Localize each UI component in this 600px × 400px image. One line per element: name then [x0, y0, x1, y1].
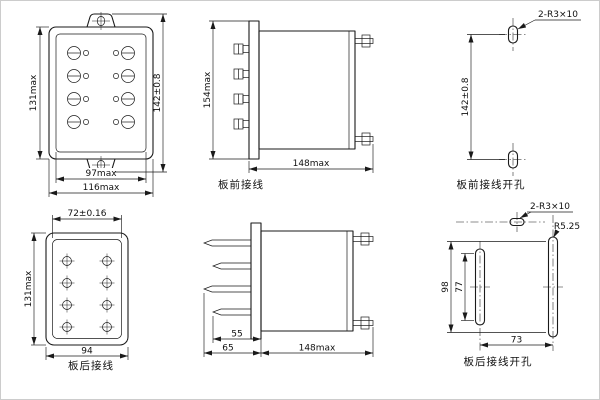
dim-side-front-height: 154max	[203, 20, 249, 160]
note-leader-rear	[519, 211, 532, 219]
note-slot-radius: R5.25	[554, 222, 580, 232]
rear-connection-pins	[203, 239, 252, 316]
front-terminal-screws-side	[233, 43, 250, 130]
relay-body	[258, 30, 356, 150]
dim-label-77: 77	[455, 281, 465, 292]
dim-pin-long: 65	[203, 293, 261, 357]
caption-rear-wiring: 板后接线	[68, 359, 114, 372]
mounting-ears	[86, 13, 116, 173]
case-inner-outline	[55, 33, 147, 153]
dim-front-overall-height: 142±0.8	[112, 13, 167, 173]
mounting-studs-rear	[352, 232, 374, 330]
dim-label-72: 72±0.16	[67, 209, 106, 219]
dim-rear-hole-span: 72±0.16	[52, 209, 122, 238]
rear-case-outer	[45, 232, 129, 346]
dim-pin-short: 55	[212, 316, 262, 357]
dim-front-overall-width: 116max	[48, 159, 154, 197]
dim-label-148max-front: 148max	[293, 159, 330, 169]
dim-label-98: 98	[441, 281, 451, 293]
rear-mounting-flange	[250, 222, 262, 340]
rear-hole-centerlines	[59, 253, 115, 335]
dim-front-holes-spacing: 142±0.8	[461, 34, 505, 160]
dim-label-55: 55	[231, 330, 242, 340]
dim-side-rear-depth: 148max	[261, 327, 374, 357]
dim-label-116max: 116max	[83, 183, 120, 193]
panel-front-view: 131max 142±0.8 97max 116max	[29, 12, 167, 197]
caption-front-wiring: 板前接线	[218, 178, 264, 191]
dim-slot-spacing: 73	[480, 336, 553, 348]
dim-left-slot-length: 77	[455, 253, 474, 321]
note-leader-front	[517, 19, 536, 30]
ear-hole-centerlines	[92, 12, 110, 174]
dim-front-body-height: 131max	[29, 26, 49, 160]
dim-label-154max: 154max	[203, 71, 213, 108]
dim-side-front-depth: 148max	[248, 144, 374, 173]
dim-rear-body-height: 131max	[24, 232, 46, 346]
note-slot-size-rear: 2-R3×10	[530, 202, 570, 212]
mounting-flange	[248, 20, 260, 160]
terminal-screws	[67, 46, 135, 129]
radius-leader	[553, 229, 560, 238]
note-slot-size-front: 2-R3×10	[538, 10, 578, 20]
rear-relay-body	[260, 230, 354, 332]
dim-right-slot-length: 98	[441, 241, 546, 333]
dim-label-148max-rear: 148max	[299, 344, 336, 354]
rear-case-inner	[52, 239, 122, 339]
panel-rear-wiring-holes: 2-R3×10 R5.25 98 77 73	[441, 202, 580, 368]
rear-terminal-holes	[62, 256, 112, 332]
dim-label-131max-rear: 131max	[24, 270, 34, 307]
mounting-studs-front	[354, 34, 374, 146]
dim-label-65: 65	[222, 344, 233, 354]
panel-front-wiring-holes: 2-R3×10 142±0.8 板前接线开孔	[457, 10, 581, 191]
caption-rear-wiring-holes: 板后接线开孔	[464, 355, 533, 368]
dim-label-97max: 97max	[85, 169, 117, 179]
panel-rear-view: 72±0.16 131max 94 板后接线	[24, 209, 129, 372]
dim-label-94: 94	[81, 347, 93, 357]
dim-label-73: 73	[511, 336, 522, 346]
dim-label-131max-front: 131max	[29, 74, 39, 111]
dim-label-142-holes: 142±0.8	[461, 77, 471, 116]
dim-label-142-front: 142±0.8	[153, 73, 163, 112]
caption-front-wiring-holes: 板前接线开孔	[457, 178, 526, 191]
dim-rear-overall-width: 94	[45, 347, 129, 360]
panel-side-view-rear-wiring: 55 65 148max	[203, 222, 374, 357]
dim-front-terminal-width: 97max	[55, 152, 147, 183]
panel-side-view-front-wiring: 154max 148max 板前接线	[203, 20, 374, 191]
slot-centerlines-front	[499, 18, 527, 176]
case-outer-outline	[48, 26, 154, 160]
